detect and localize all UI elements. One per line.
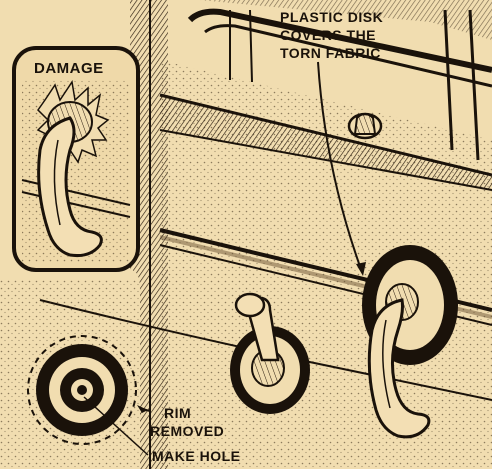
make-hole-label: MAKE HOLE [152, 447, 241, 465]
plastic-disk-label: PLASTIC DISK COVERS THE TORN FABRIC [280, 8, 383, 62]
damage-inset [14, 48, 138, 270]
lock-knob [349, 114, 381, 138]
damage-label: DAMAGE [34, 60, 104, 78]
rim-removed-label: RIM REMOVED [150, 404, 224, 440]
